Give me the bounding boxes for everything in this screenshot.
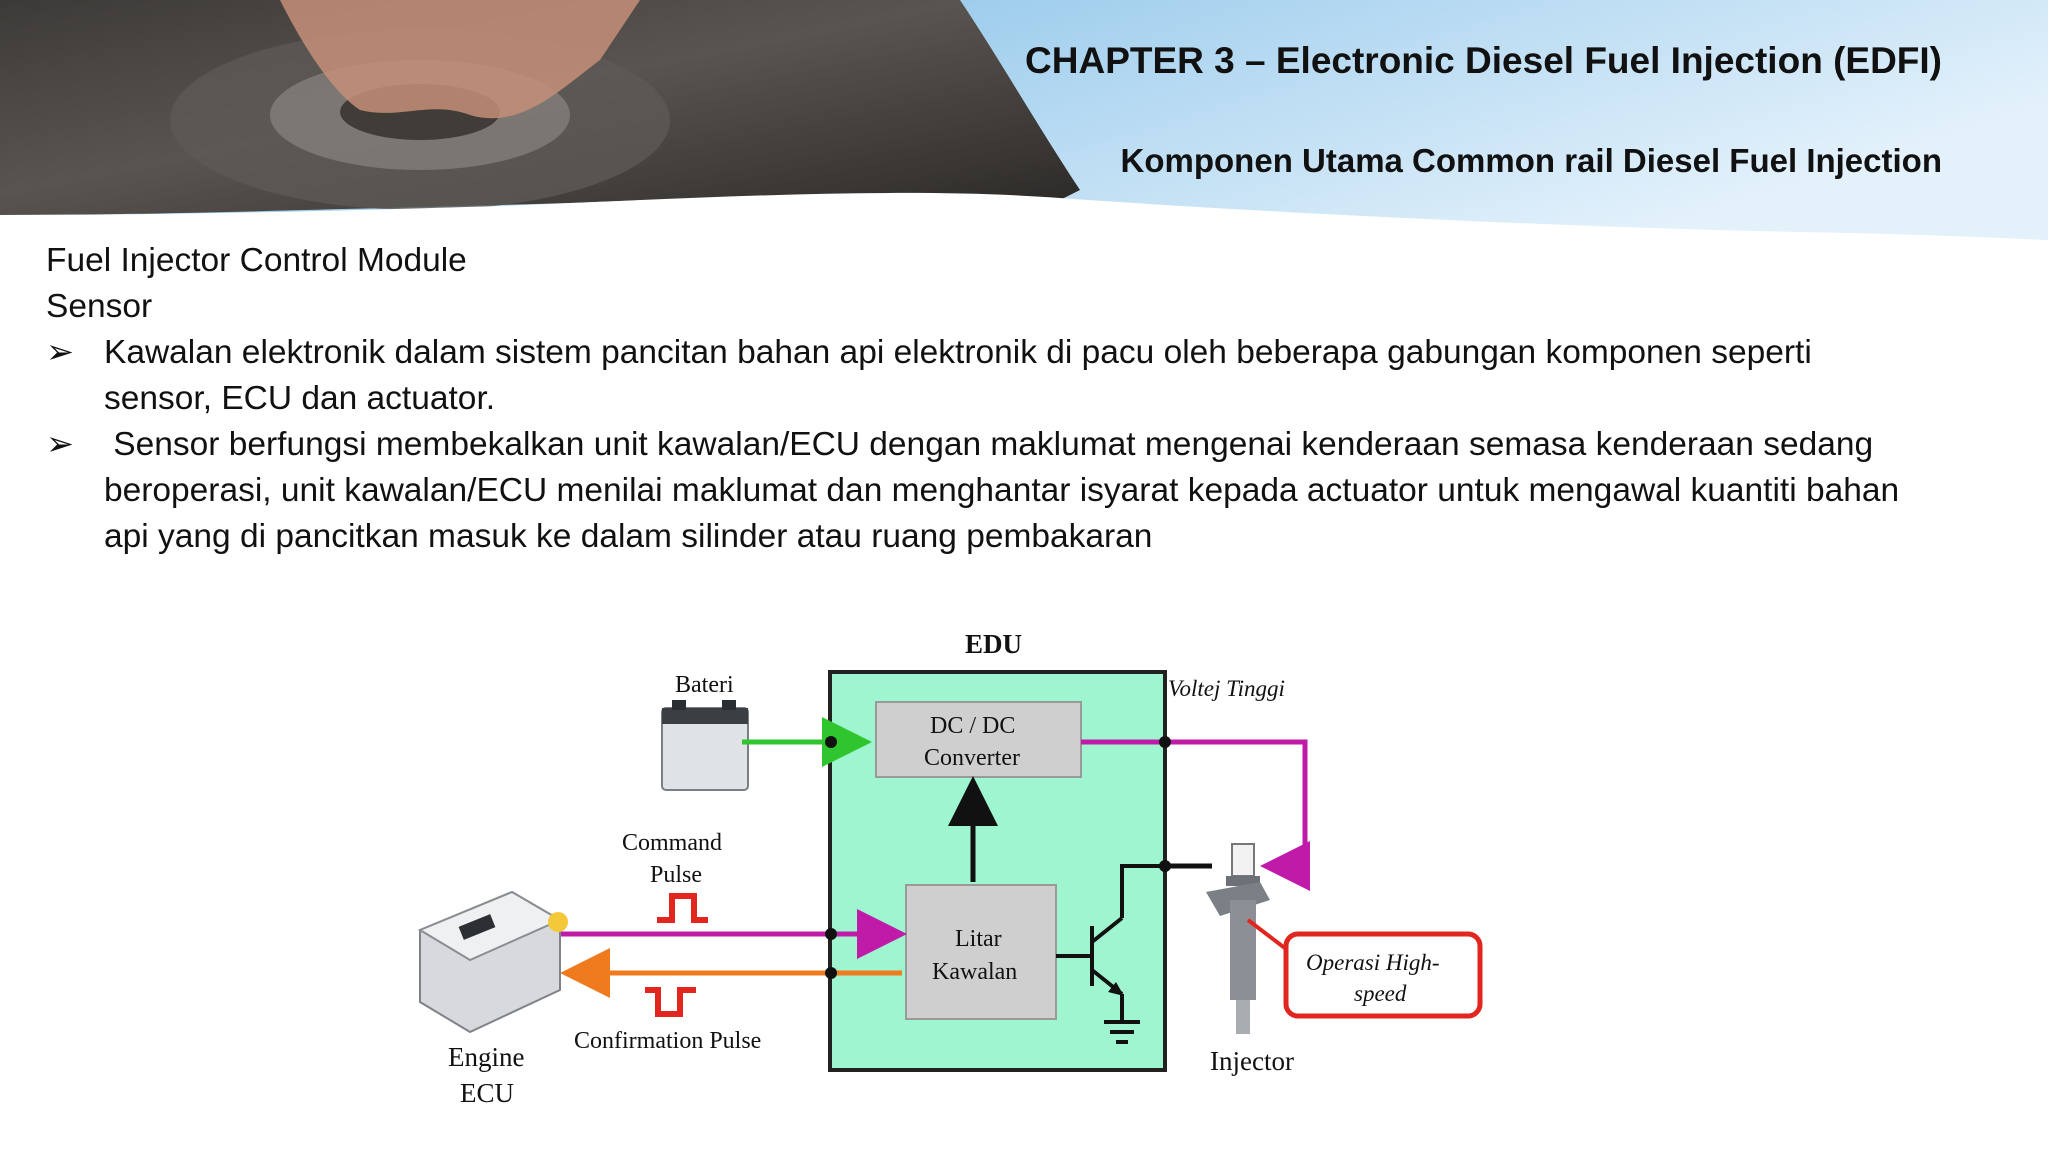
confirmation-label: Confirmation Pulse [574, 1028, 761, 1054]
dcdc-label-1: DC / DC [930, 713, 1015, 739]
confirmation-pulse-waveform [645, 987, 696, 1017]
battery-icon [661, 700, 749, 791]
command-pulse-waveform [657, 893, 708, 923]
high-speed-callout [1283, 931, 1483, 1019]
command-pulse-node [825, 928, 837, 940]
ecu-label-2: ECU [460, 1078, 514, 1108]
callout-pointer [1246, 918, 1292, 954]
high-speed-label-1: Operasi High- [1306, 950, 1440, 975]
control-circuit-box [905, 884, 1057, 1020]
section-subtitle: Komponen Utama Common rail Diesel Fuel I… [1120, 142, 1942, 179]
bullet-item-1: ➢ Kawalan elektronik dalam sistem pancit… [46, 330, 2016, 422]
engine-ecu-icon [417, 890, 568, 1034]
injector-drive-node [1159, 860, 1171, 872]
confirmation-pulse-node [825, 967, 837, 979]
injector-label: Injector [1210, 1046, 1294, 1076]
dcdc-label-2: Converter [924, 745, 1020, 771]
bullet-1-line-2: sensor, ECU dan actuator. [104, 380, 496, 417]
header-white-wave [0, 192, 2048, 260]
high-speed-label-2: speed [1354, 981, 1407, 1006]
bullet-arrow-icon: ➢ [46, 426, 75, 463]
high-voltage-label: Voltej Tinggi [1168, 676, 1285, 701]
high-voltage-line [1081, 739, 1310, 891]
battery-label: Bateri [675, 672, 734, 698]
high-voltage-node [1159, 736, 1171, 748]
bullet-2-line-2: beroperasi, unit kawalan/ECU menilai mak… [104, 472, 1900, 509]
bullet-1-line-1: Kawalan elektronik dalam sistem pancitan… [104, 334, 1812, 371]
header-banner [0, 0, 2048, 260]
ecu-label-1: Engine [448, 1042, 524, 1072]
control-label-1: Litar [955, 926, 1002, 952]
bullet-2-line-1: Sensor berfungsi membekalkan unit kawala… [104, 426, 1874, 463]
chapter-title: CHAPTER 3 – Electronic Diesel Fuel Injec… [1025, 40, 1942, 81]
command-label-2: Pulse [650, 862, 702, 888]
mechanic-hand [280, 0, 640, 119]
transistor-emitter-arrow [1108, 982, 1124, 996]
edu-diagram: EDU Bateri DC / DC Converter Voltej Ting… [417, 629, 1483, 1108]
sensor-heading: Sensor [46, 288, 153, 325]
command-label-1: Command [622, 830, 722, 856]
ground-icon [1104, 1020, 1140, 1044]
bullet-2-line-3: api yang di pancitkan masuk ke dalam sil… [104, 518, 1153, 555]
bullet-item-2: ➢ Sensor berfungsi membekalkan unit kawa… [46, 422, 2016, 560]
battery-node [825, 736, 837, 748]
control-label-2: Kawalan [932, 959, 1017, 985]
bullet-arrow-icon: ➢ [46, 334, 75, 371]
edu-label: EDU [965, 629, 1022, 659]
injector-icon [1206, 843, 1270, 1034]
body-text: Fuel Injector Control Module Sensor ➢ Ka… [46, 238, 2016, 560]
module-heading: Fuel Injector Control Module [46, 242, 467, 279]
transistor-icon [1056, 864, 1165, 1020]
